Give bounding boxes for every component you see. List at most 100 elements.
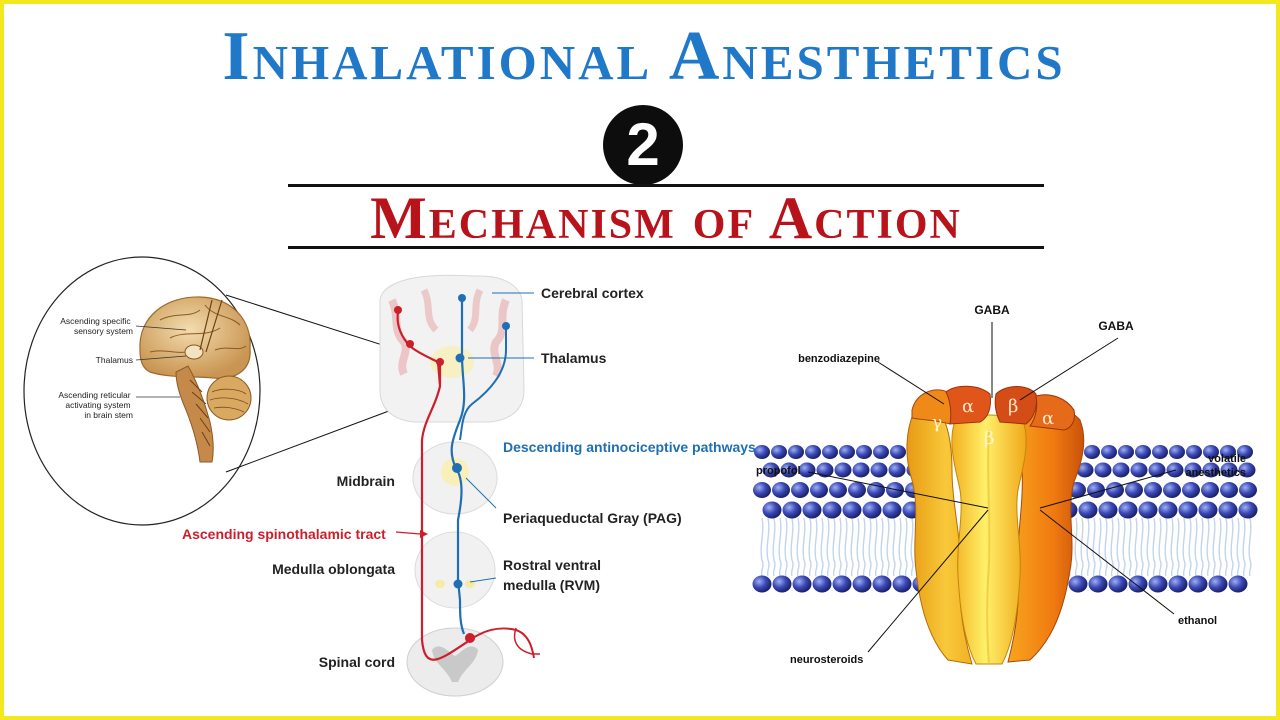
inset-label-reticular-l3: in brain stem [84, 410, 133, 420]
inset-label-thalamus: Thalamus [96, 355, 133, 365]
label-ethanol: ethanol [1178, 615, 1217, 627]
lipid-tail [1188, 517, 1192, 577]
lipid-tail [1134, 517, 1138, 577]
receptor-subunit-gamma [906, 403, 973, 665]
lipid-head [1084, 445, 1100, 459]
lipid-head [792, 575, 812, 593]
lipid-tail [1146, 517, 1150, 577]
lipid-head [852, 575, 872, 593]
lipid-head [1128, 575, 1148, 593]
lipid-tail [904, 517, 908, 577]
lipid-tail [850, 517, 854, 577]
subunit-label-alpha-left: α [962, 396, 974, 417]
slide-title: Inhalational Anesthetics [222, 18, 1066, 95]
lipid-head [1169, 445, 1185, 459]
label-volatile-line2: anesthetics [1185, 467, 1246, 479]
lipid-tail [1164, 517, 1168, 577]
label-thalamus: Thalamus [541, 350, 607, 366]
lipid-head [1237, 445, 1253, 459]
lipid-head [1220, 482, 1238, 498]
lipid-head [848, 482, 866, 498]
thalamus-marker [184, 344, 204, 360]
lipid-tail [1122, 517, 1126, 577]
lipid-head [752, 575, 772, 593]
lipid-tail [1224, 517, 1228, 577]
lipid-head [1186, 445, 1202, 459]
label-gaba-right: GABA [1098, 319, 1134, 333]
lipid-head [771, 445, 787, 459]
lipid-tail [892, 517, 896, 577]
lipid-head [1088, 575, 1108, 593]
lipid-tail [1194, 517, 1198, 577]
subunit-label-beta-top: β [1008, 396, 1018, 417]
label-gaba-left: GABA [974, 303, 1010, 317]
inset-label-sensory-l1: Ascending specific [60, 316, 131, 326]
lipid-head [1208, 575, 1228, 593]
lipid-head [1218, 501, 1238, 519]
lipid-tail [874, 517, 878, 577]
label-descending: Descending antinociceptive pathways [503, 439, 756, 455]
inset-label-reticular-l1: Ascending reticular [58, 390, 130, 400]
lipid-head [780, 462, 798, 478]
lipid-tail [1248, 517, 1252, 577]
subunit-label-alpha-right: α [1042, 408, 1054, 429]
lipid-tail [1242, 517, 1246, 577]
lipid-tail [1092, 517, 1096, 577]
lipid-head [1108, 575, 1128, 593]
lipid-head [839, 445, 855, 459]
label-rvm-line1: Rostral ventral [503, 557, 601, 573]
subunit-label-gamma: γ [932, 413, 942, 433]
part-number-badge: 2 [603, 105, 683, 185]
lipid-head [1168, 575, 1188, 593]
lipid-head [872, 575, 892, 593]
lipid-head [1112, 462, 1130, 478]
lipid-head [1101, 445, 1117, 459]
lipid-tail [1236, 517, 1240, 577]
lipid-head [816, 462, 834, 478]
lipid-tail [1128, 517, 1132, 577]
lipid-head [1182, 482, 1200, 498]
lipid-head [805, 445, 821, 459]
lipid-tail [1212, 517, 1216, 577]
lipid-head [1239, 482, 1257, 498]
lipid-head [1201, 482, 1219, 498]
cap-alpha-left [945, 385, 991, 425]
lipid-heads [752, 445, 1258, 593]
lipid-tail [1098, 517, 1102, 577]
lipid-tail [784, 517, 788, 577]
inset-label-reticular: Ascending reticular activating system in… [58, 390, 133, 420]
lipid-head [1125, 482, 1143, 498]
lipid-head [888, 462, 906, 478]
lipid-head [834, 462, 852, 478]
lipid-head [791, 482, 809, 498]
brain-stem [175, 365, 214, 463]
lipid-head [1220, 462, 1238, 478]
lipid-head [1118, 501, 1138, 519]
lipid-head [1163, 482, 1181, 498]
label-pag: Periaqueductal Gray (PAG) [503, 510, 682, 526]
lipid-tail [790, 517, 794, 577]
lipid-tail [808, 517, 812, 577]
lipid-head [870, 462, 888, 478]
lipid-head [822, 501, 842, 519]
label-ascending: Ascending spinothalamic tract [182, 526, 386, 542]
lipid-head [890, 445, 906, 459]
lipid-head [882, 501, 902, 519]
ascending-tract-path [396, 311, 471, 661]
receptor-subunit-alpha-right [1007, 408, 1085, 663]
lipid-tail [1152, 517, 1156, 577]
lipid-head [1198, 501, 1218, 519]
lipid-tail [886, 517, 890, 577]
lipid-tail [844, 517, 848, 577]
lipid-head [1188, 575, 1208, 593]
lipid-head [788, 445, 804, 459]
lipid-tail [1116, 517, 1120, 577]
lipid-tail [796, 517, 800, 577]
lipid-head [1118, 445, 1134, 459]
inset-label-sensory: Ascending specific sensory system [60, 316, 133, 336]
lipid-head [842, 501, 862, 519]
lipid-tail [856, 517, 860, 577]
lipid-tail [826, 517, 830, 577]
slide-subtitle: Mechanism of Action [370, 185, 962, 251]
lipid-tail [1086, 517, 1090, 577]
